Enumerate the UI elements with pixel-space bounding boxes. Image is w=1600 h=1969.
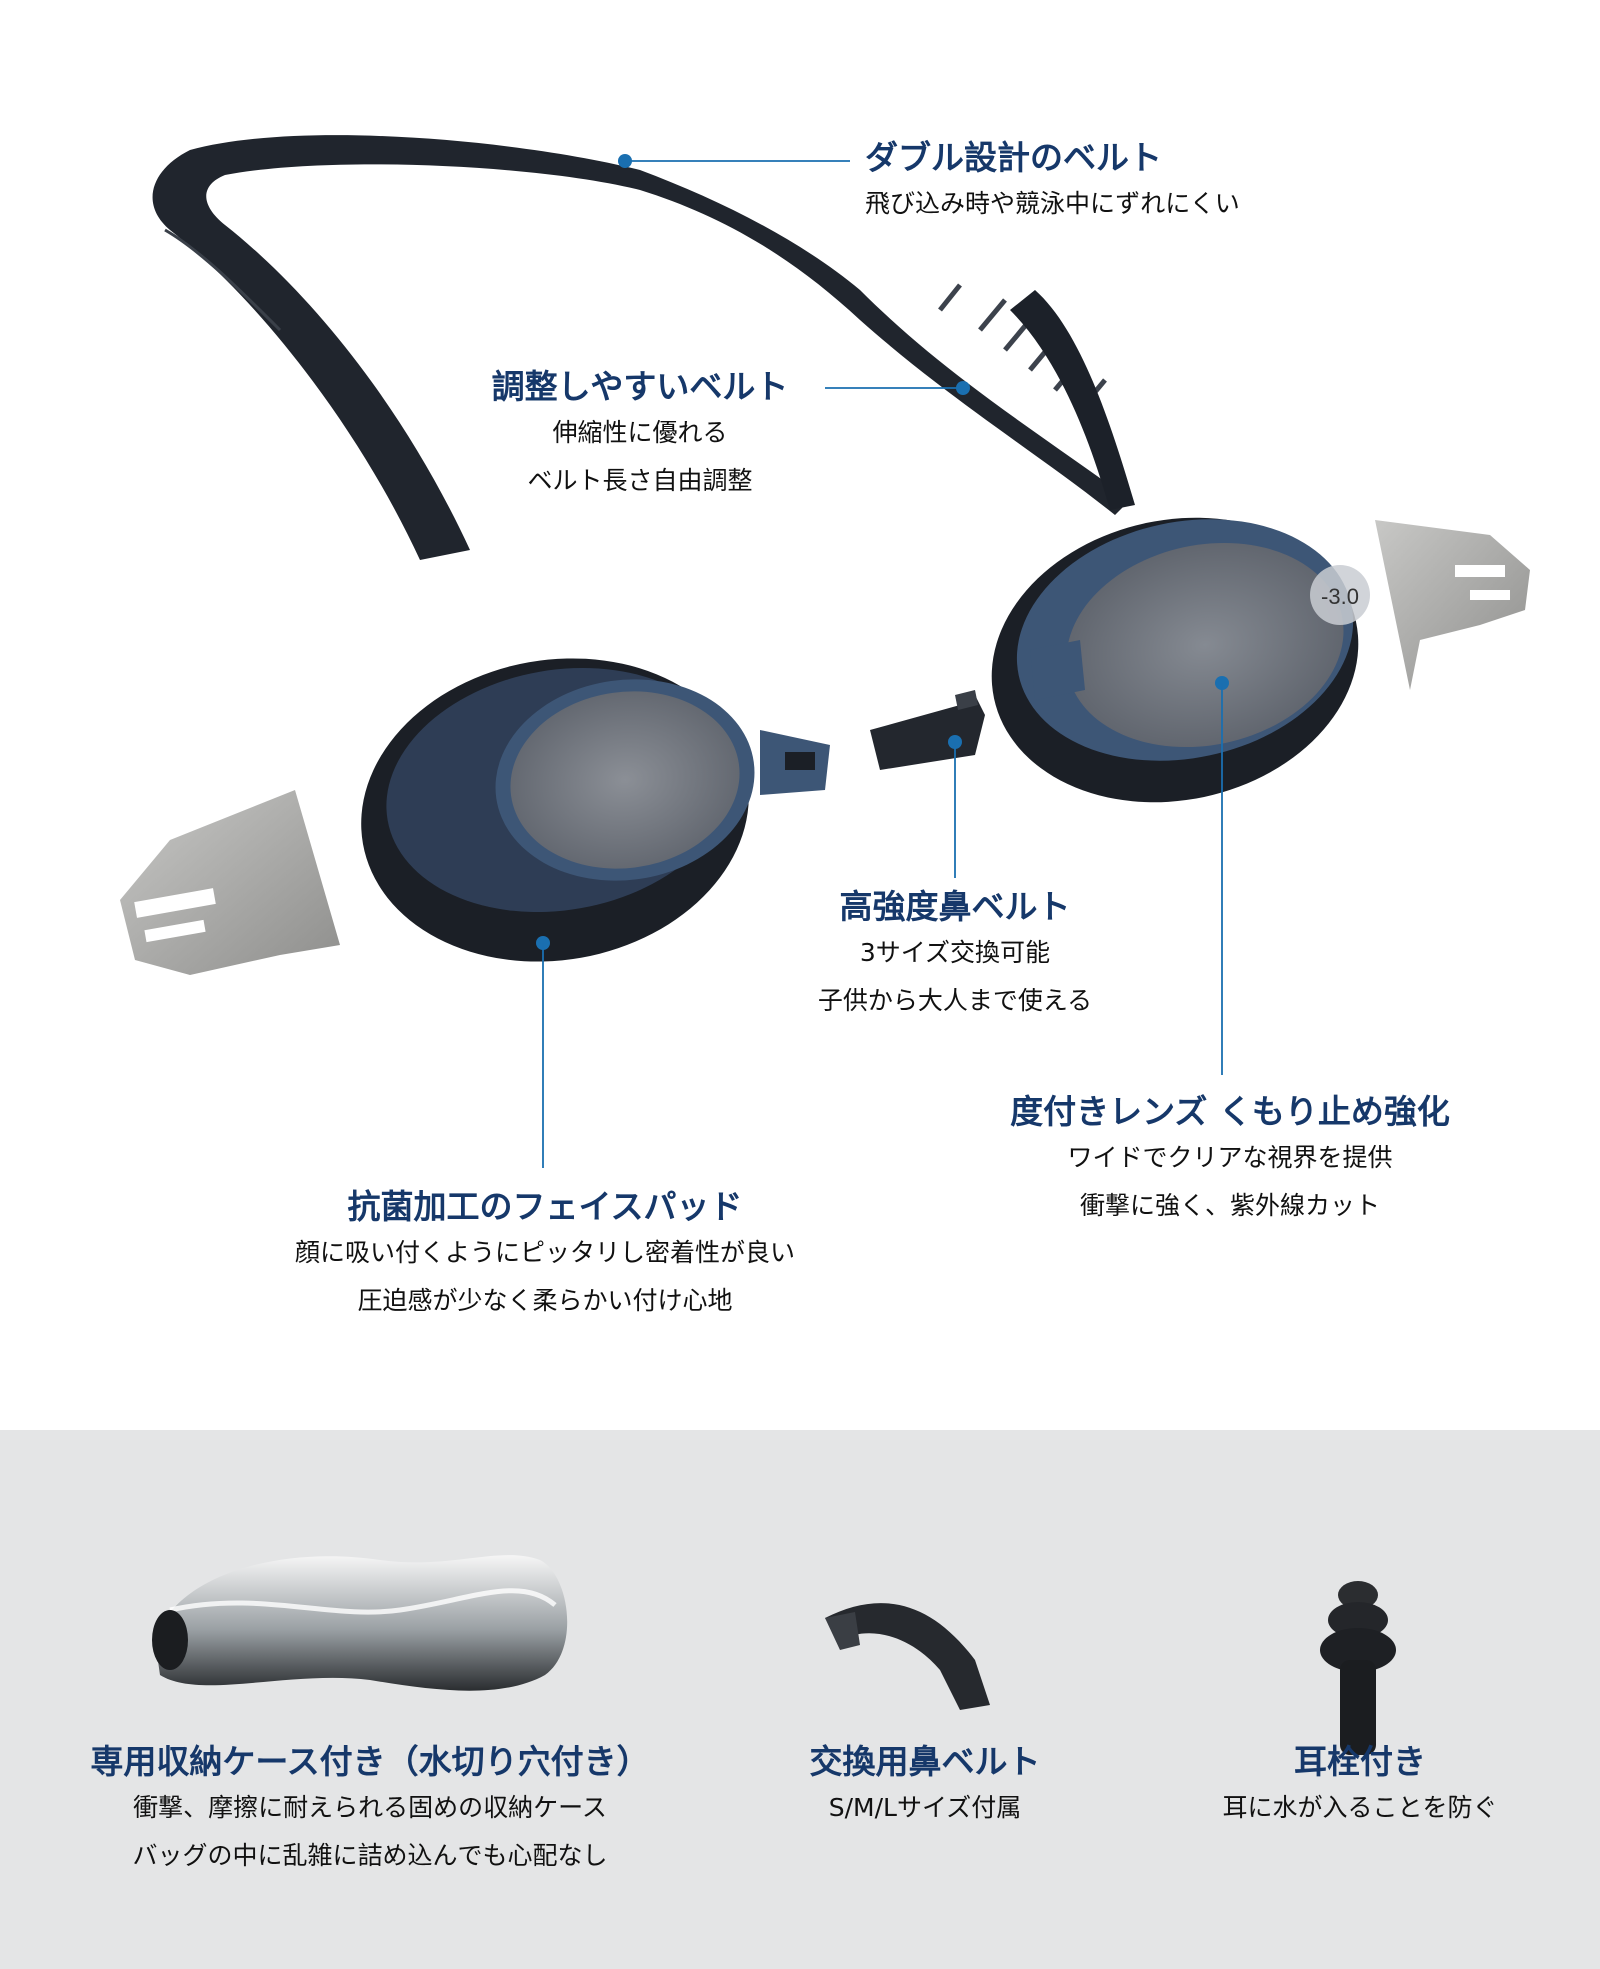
accessory-title: 専用収納ケース付き（水切り穴付き） (90, 1742, 650, 1781)
accessory-desc: バッグの中に乱雑に詰め込んでも心配なし (132, 1841, 608, 1870)
accessory-earplugs: 耳栓付き 耳に水が入ることを防ぐ (1180, 1740, 1540, 1832)
feature-nose-belt: 高強度鼻ベルト 3サイズ交換可能 子供から大人まで使える (760, 885, 1150, 1025)
accessories-band (0, 1430, 1600, 1969)
feature-title: 高強度鼻ベルト (839, 887, 1071, 926)
earplug-image (1320, 1581, 1396, 1755)
feature-desc: 顔に吸い付くようにピッタリし密着性が良い (294, 1238, 795, 1267)
feature-desc: ワイドでクリアな視界を提供 (1067, 1143, 1393, 1172)
feature-desc: 子供から大人まで使える (817, 986, 1093, 1015)
left-goggle-cup (361, 658, 830, 962)
callout-lines (536, 154, 1229, 1168)
feature-double-belt: ダブル設計のベルト 飛び込み時や競泳中にずれにくい (865, 136, 1240, 228)
nose-bridge (870, 690, 985, 770)
left-strap-clip (120, 790, 340, 975)
feature-title: ダブル設計のベルト (865, 138, 1162, 177)
feature-desc: 衝撃に強く、紫外線カット (1079, 1191, 1380, 1220)
accessory-title: 交換用鼻ベルト (809, 1742, 1041, 1781)
lens-marking: -3.0 (1321, 584, 1359, 609)
feature-desc: 圧迫感が少なく柔らかい付け心地 (357, 1286, 733, 1315)
feature-desc: 飛び込み時や競泳中にずれにくい (865, 189, 1240, 218)
feature-desc: ベルト長さ自由調整 (527, 466, 753, 495)
feature-title: 調整しやすいベルト (491, 367, 789, 406)
feature-title: 度付きレンズ くもり止め強化 (1010, 1092, 1450, 1131)
storage-case-image (152, 1555, 568, 1691)
spare-nose-belt-image (825, 1603, 990, 1710)
feature-face-pad: 抗菌加工のフェイスパッド 顔に吸い付くようにピッタリし密着性が良い 圧迫感が少な… (240, 1185, 850, 1325)
accessory-desc: 耳に水が入ることを防ぐ (1222, 1793, 1498, 1822)
feature-desc: 3サイズ交換可能 (859, 938, 1051, 967)
accessory-desc: S/M/Lサイズ付属 (828, 1793, 1022, 1822)
right-goggle-cup: -3.0 (991, 517, 1370, 803)
accessory-storage-case: 専用収納ケース付き（水切り穴付き） 衝撃、摩擦に耐えられる固めの収納ケース バッ… (70, 1740, 670, 1880)
feature-lens: 度付きレンズ くもり止め強化 ワイドでクリアな視界を提供 衝撃に強く、紫外線カッ… (990, 1090, 1470, 1230)
feature-title: 抗菌加工のフェイスパッド (347, 1187, 743, 1226)
feature-desc: 伸縮性に優れる (552, 418, 728, 447)
right-strap-clip (1375, 520, 1530, 690)
feature-adjustable-belt: 調整しやすいベルト 伸縮性に優れる ベルト長さ自由調整 (470, 365, 810, 505)
accessory-nose-belt: 交換用鼻ベルト S/M/Lサイズ付属 (760, 1740, 1090, 1832)
strap (152, 135, 1135, 560)
accessory-title: 耳栓付き (1294, 1742, 1426, 1781)
accessory-desc: 衝撃、摩擦に耐えられる固めの収納ケース (133, 1793, 607, 1822)
